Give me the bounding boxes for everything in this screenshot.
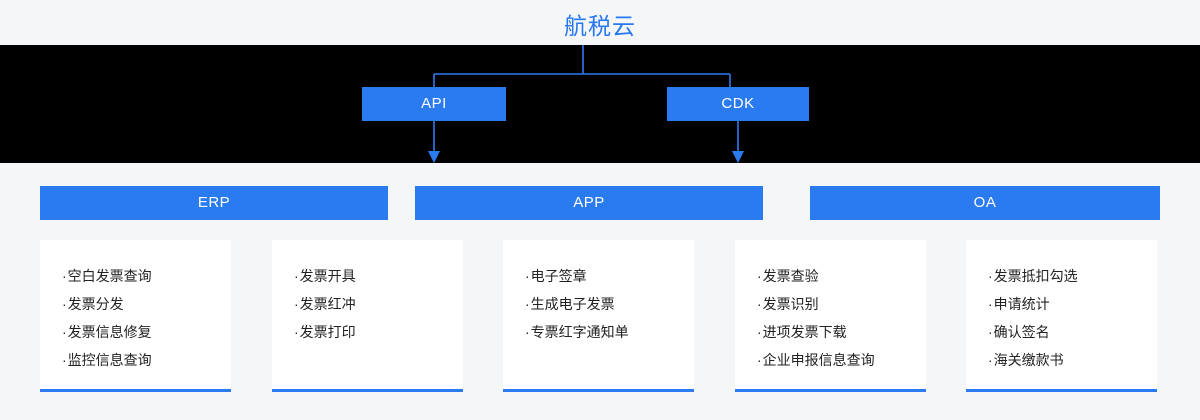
list-item-label: 发票抵扣勾选	[993, 268, 1078, 284]
list-item-label: 进项发票下载	[762, 324, 847, 340]
bullet-icon: ·	[294, 324, 299, 340]
bullet-icon: ·	[62, 268, 67, 284]
bullet-icon: ·	[988, 268, 993, 284]
list-item-label: 电子签章	[530, 268, 587, 284]
list-item[interactable]: ·发票打印	[294, 318, 463, 346]
list-item[interactable]: ·生成电子发票	[525, 290, 694, 318]
architecture-band: API CDK	[0, 45, 1200, 163]
bullet-icon: ·	[294, 296, 299, 312]
page-title: 航税云	[564, 13, 636, 39]
list-item-label: 生成电子发票	[530, 296, 615, 312]
list-item[interactable]: ·申请统计	[988, 290, 1157, 318]
list-item-label: 发票信息修复	[67, 324, 152, 340]
list-item-label: 空白发票查询	[67, 268, 152, 284]
list-item[interactable]: ·发票开具	[294, 262, 463, 290]
list-item[interactable]: ·发票信息修复	[62, 318, 231, 346]
list-item-label: 发票红冲	[299, 296, 356, 312]
list-item[interactable]: ·发票分发	[62, 290, 231, 318]
bullet-icon: ·	[62, 324, 67, 340]
arrow-head-api	[428, 151, 440, 163]
bullet-icon: ·	[62, 296, 67, 312]
list-item[interactable]: ·确认签名	[988, 318, 1157, 346]
list-item[interactable]: ·空白发票查询	[62, 262, 231, 290]
category-bar-oa[interactable]: OA	[810, 186, 1160, 220]
category-bar-erp[interactable]: ERP	[40, 186, 388, 220]
bullet-icon: ·	[757, 324, 762, 340]
feature-card: ·发票开具 ·发票红冲 ·发票打印	[272, 240, 463, 392]
list-item[interactable]: ·发票识别	[757, 290, 926, 318]
list-item-label: 企业申报信息查询	[762, 352, 875, 368]
bullet-icon: ·	[988, 296, 993, 312]
list-item-label: 申请统计	[993, 296, 1050, 312]
list-item-label: 发票开具	[299, 268, 356, 284]
list-item[interactable]: ·海关缴款书	[988, 346, 1157, 374]
list-item[interactable]: ·进项发票下载	[757, 318, 926, 346]
list-item-label: 发票打印	[299, 324, 356, 340]
list-item[interactable]: ·企业申报信息查询	[757, 346, 926, 374]
list-item-label: 发票分发	[67, 296, 124, 312]
bullet-icon: ·	[62, 352, 67, 368]
feature-card: ·电子签章 ·生成电子发票 ·专票红字通知单	[503, 240, 694, 392]
list-item[interactable]: ·发票红冲	[294, 290, 463, 318]
bullet-icon: ·	[757, 268, 762, 284]
feature-card: ·发票查验 ·发票识别 ·进项发票下载 ·企业申报信息查询	[735, 240, 926, 392]
list-item-label: 专票红字通知单	[530, 324, 629, 340]
bullet-icon: ·	[988, 352, 993, 368]
bullet-icon: ·	[757, 296, 762, 312]
category-bar-app[interactable]: APP	[415, 186, 763, 220]
list-item[interactable]: ·电子签章	[525, 262, 694, 290]
bullet-icon: ·	[525, 268, 530, 284]
list-item-label: 发票查验	[762, 268, 819, 284]
arrow-head-cdk	[732, 151, 744, 163]
feature-card: ·空白发票查询 ·发票分发 ·发票信息修复 ·监控信息查询	[40, 240, 231, 392]
bullet-icon: ·	[525, 324, 530, 340]
list-item[interactable]: ·监控信息查询	[62, 346, 231, 374]
list-item-label: 海关缴款书	[993, 352, 1064, 368]
bullet-icon: ·	[988, 324, 993, 340]
node-cdk[interactable]: CDK	[667, 87, 809, 121]
connector-lines	[428, 45, 744, 163]
list-item-label: 发票识别	[762, 296, 819, 312]
list-item-label: 监控信息查询	[67, 352, 152, 368]
list-item-label: 确认签名	[993, 324, 1050, 340]
feature-card: ·发票抵扣勾选 ·申请统计 ·确认签名 ·海关缴款书	[966, 240, 1157, 392]
list-item[interactable]: ·发票查验	[757, 262, 926, 290]
node-api[interactable]: API	[362, 87, 506, 121]
bullet-icon: ·	[757, 352, 762, 368]
list-item[interactable]: ·专票红字通知单	[525, 318, 694, 346]
list-item[interactable]: ·发票抵扣勾选	[988, 262, 1157, 290]
bullet-icon: ·	[525, 296, 530, 312]
bullet-icon: ·	[294, 268, 299, 284]
